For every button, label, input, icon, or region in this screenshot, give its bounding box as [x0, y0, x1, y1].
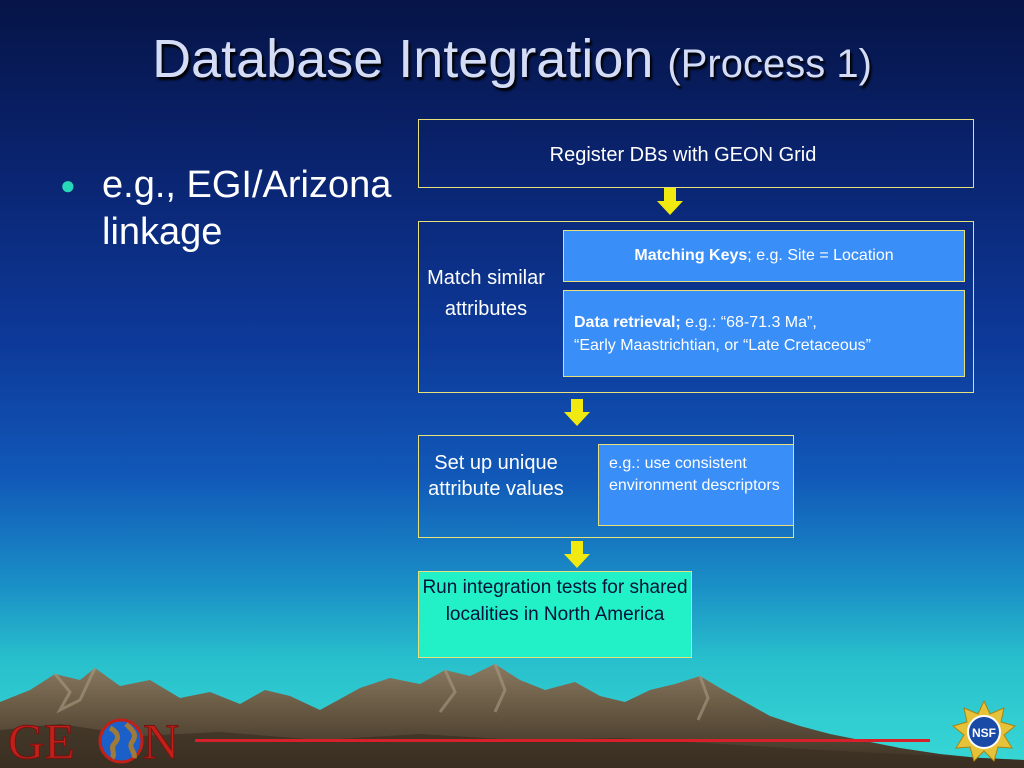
- data-retrieval-example-2: “Early Maastrichtian, or “Late Cretaceou…: [574, 337, 871, 354]
- matching-keys-example: ; e.g. Site = Location: [747, 247, 894, 264]
- matching-keys-box: Matching Keys; e.g. Site = Location: [563, 230, 965, 282]
- title-subtitle: (Process 1): [667, 42, 872, 86]
- down-arrow-icon: [657, 188, 683, 215]
- step-match-frame: [418, 221, 974, 393]
- data-retrieval-title: Data retrieval;: [574, 314, 681, 331]
- step-register-frame: [418, 119, 974, 188]
- bullet-dot-icon: ●: [60, 170, 76, 200]
- step-unique-label: Set up unique attribute values: [428, 452, 564, 500]
- nsf-label: NSF: [972, 726, 996, 740]
- slide-title: Database Integration (Process 1): [0, 28, 1024, 90]
- consistent-descriptors-box: e.g.: use consistent environment descrip…: [598, 444, 794, 526]
- data-retrieval-box: Data retrieval; e.g.: “68-71.3 Ma”, “Ear…: [563, 290, 965, 377]
- nsf-seal-icon: NSF: [951, 700, 1017, 762]
- logo-text-n: N: [143, 713, 179, 768]
- globe-icon: [98, 718, 144, 764]
- data-retrieval-example-1: e.g.: “68-71.3 Ma”,: [680, 314, 817, 331]
- mountain-range-illustration: [0, 663, 1024, 768]
- footer-rule: [195, 739, 930, 742]
- step-register-label: Register DBs with GEON Grid: [549, 144, 817, 166]
- step-match-label: Match similar attributes: [427, 267, 545, 320]
- bullet-text: e.g., EGI/Arizona linkage: [102, 164, 392, 253]
- geon-logo: GE N: [8, 713, 180, 768]
- title-main: Database Integration: [152, 29, 654, 89]
- down-arrow-icon: [564, 541, 590, 568]
- logo-text-ge: GE: [8, 713, 75, 768]
- matching-keys-title: Matching Keys: [634, 247, 748, 264]
- down-arrow-icon: [564, 399, 590, 426]
- step-integration-tests: Run integration tests for shared localit…: [418, 571, 692, 658]
